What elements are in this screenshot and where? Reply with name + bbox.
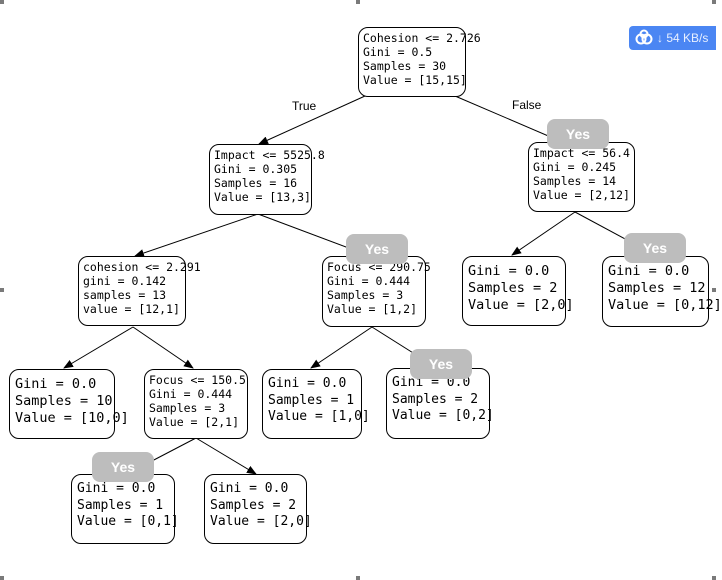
edge-impact-right-to-leaf-r1 <box>511 211 576 256</box>
node-line: Samples = 3 <box>327 288 404 302</box>
node-line: Samples = 14 <box>533 174 617 188</box>
edge-label-false: False <box>512 98 542 112</box>
yes-badge: Yes <box>410 349 472 379</box>
edge-impact-left-to-cohesion <box>134 213 259 257</box>
node-cohesion-split: cohesion <= 2.291 gini = 0.142 samples =… <box>78 256 201 326</box>
node-leaf-b1: Gini = 0.0 Samples = 1 Value = [0,1] <box>71 474 179 544</box>
node-line: Value = [1,0] <box>268 409 370 424</box>
node-leaf-l1: Gini = 0.0 Samples = 10 Value = [10,0] <box>9 369 129 439</box>
node-line: Value = [2,12] <box>533 188 630 202</box>
node-line: Impact <= 5525.8 <box>214 148 325 162</box>
node-line: Samples = 1 <box>77 497 164 513</box>
node-line: Value = [13,3] <box>214 190 311 204</box>
edge-label-true: True <box>292 99 317 113</box>
node-leaf-f2: Gini = 0.0 Samples = 2 Value = [0,2] <box>386 368 494 439</box>
node-leaf-f1: Gini = 0.0 Samples = 1 Value = [1,0] <box>262 369 370 439</box>
node-line: Gini = 0.305 <box>214 162 298 176</box>
node-line: Gini = 0.444 <box>327 274 411 288</box>
node-root: Cohesion <= 2.726 Gini = 0.5 Samples = 3… <box>358 27 481 97</box>
node-line: Samples = 2 <box>468 280 558 296</box>
node-line: Value = [0,2] <box>392 408 494 423</box>
node-line: samples = 13 <box>83 288 167 302</box>
node-line: Samples = 2 <box>392 391 479 407</box>
node-line: Value = [2,0] <box>468 297 574 313</box>
node-line: Value = [2,0] <box>210 514 312 529</box>
node-impact-left: Impact <= 5525.8 Gini = 0.305 Samples = … <box>209 144 325 215</box>
yes-badge: Yes <box>346 234 408 264</box>
node-leaf-r1: Gini = 0.0 Samples = 2 Value = [2,0] <box>462 256 574 326</box>
node-leaf-r2: Gini = 0.0 Samples = 12 Value = [0,12] <box>602 256 722 327</box>
frame-handle[interactable] <box>712 0 716 4</box>
node-line: Value = [1,2] <box>327 302 418 316</box>
node-line: Value = [2,1] <box>149 415 240 429</box>
node-line: Samples = 16 <box>214 176 298 190</box>
node-line: Gini = 0.0 <box>210 481 289 496</box>
frame-handle[interactable] <box>712 288 716 292</box>
edge-focus2-to-leaf-b2 <box>195 437 257 475</box>
yes-badge: Yes <box>547 119 609 149</box>
node-line: Samples = 10 <box>15 393 113 409</box>
node-line: Value = [0,12] <box>608 297 722 313</box>
frame-handle[interactable] <box>0 0 4 4</box>
edge-root-to-impact-right <box>454 95 561 142</box>
edge-cohesion-to-focus-2 <box>132 326 194 369</box>
node-line: Gini = 0.5 <box>363 45 433 59</box>
node-line: Impact <= 56.4 <box>533 146 630 160</box>
yes-badge: Yes <box>92 452 154 482</box>
node-line: Samples = 3 <box>149 401 226 415</box>
node-line: Gini = 0.245 <box>533 160 617 174</box>
node-line: Gini = 0.0 <box>15 376 97 392</box>
node-leaf-b2: Gini = 0.0 Samples = 2 Value = [2,0] <box>204 474 312 544</box>
node-line: Gini = 0.0 <box>77 481 156 496</box>
download-speed-text: ↓ 54 KB/s <box>657 31 709 45</box>
node-focus-split-2: Focus <= 150.5 Gini = 0.444 Samples = 3 … <box>144 369 248 439</box>
node-line: Value = [10,0] <box>15 410 129 426</box>
edge-cohesion-to-leaf-l1 <box>63 326 134 369</box>
yes-badge: Yes <box>624 233 686 263</box>
cloud-logo-icon <box>635 29 653 45</box>
node-line: gini = 0.142 <box>83 274 167 288</box>
node-line: Gini = 0.444 <box>149 387 233 401</box>
node-line: Value = [15,15] <box>363 73 467 87</box>
frame-handle[interactable] <box>0 576 4 580</box>
node-line: Gini = 0.0 <box>468 263 550 279</box>
frame-handle[interactable] <box>0 288 4 292</box>
node-line: value = [12,1] <box>83 302 180 316</box>
node-line: cohesion <= 2.291 <box>83 260 201 274</box>
node-line: Cohesion <= 2.726 <box>363 31 481 45</box>
node-line: Samples = 30 <box>363 59 447 73</box>
node-line: Value = [0,1] <box>77 514 179 529</box>
network-speed-widget[interactable]: ↓ 54 KB/s <box>629 26 716 50</box>
node-line: Gini = 0.0 <box>608 263 690 279</box>
node-focus-split: Focus <= 290.75 Gini = 0.444 Samples = 3… <box>322 256 431 327</box>
node-line: Samples = 1 <box>268 392 355 408</box>
edge-root-to-impact-left <box>258 95 366 145</box>
node-line: Samples = 2 <box>210 497 297 513</box>
frame-handle[interactable] <box>356 576 360 580</box>
node-impact-right: Impact <= 56.4 Gini = 0.245 Samples = 14… <box>528 142 635 212</box>
edge-focus-to-leaf-f1 <box>310 326 373 369</box>
node-line: Gini = 0.0 <box>268 376 347 391</box>
node-line: Samples = 12 <box>608 280 706 296</box>
frame-handle[interactable] <box>712 576 716 580</box>
node-line: Focus <= 150.5 <box>149 373 246 387</box>
frame-handle[interactable] <box>356 0 360 4</box>
